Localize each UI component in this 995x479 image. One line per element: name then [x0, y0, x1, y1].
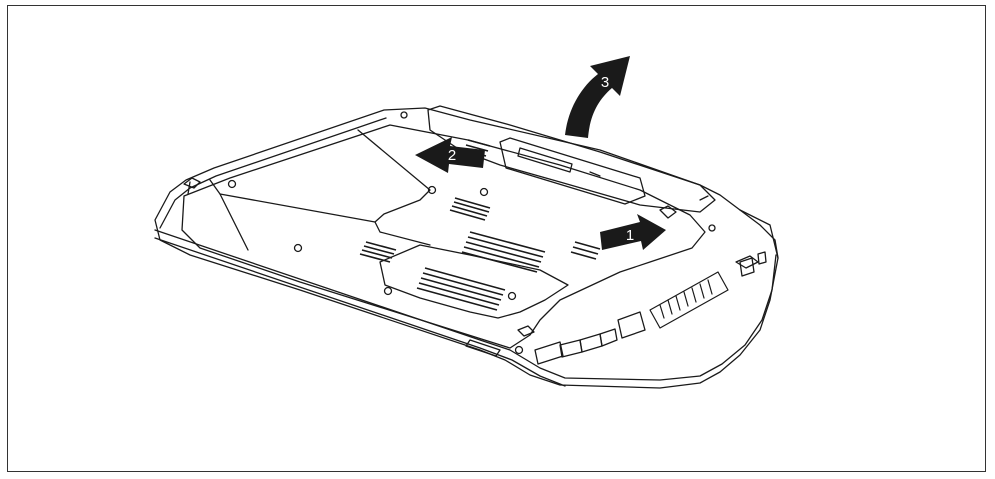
- screws: [227, 111, 716, 355]
- step-3-label: 3: [601, 74, 609, 91]
- side-vent: [649, 271, 729, 329]
- step-2-arrow: 2: [415, 137, 485, 173]
- step-1-label: 1: [626, 227, 634, 244]
- step-1-arrow: 1: [600, 214, 666, 250]
- memory-compartment-cover: [379, 244, 569, 319]
- rubber-feet: [183, 177, 759, 337]
- step-2-label: 2: [448, 147, 456, 164]
- side-ports: [465, 251, 767, 365]
- step-3-arrow: 3: [565, 56, 630, 138]
- vent-grilles: [359, 139, 601, 311]
